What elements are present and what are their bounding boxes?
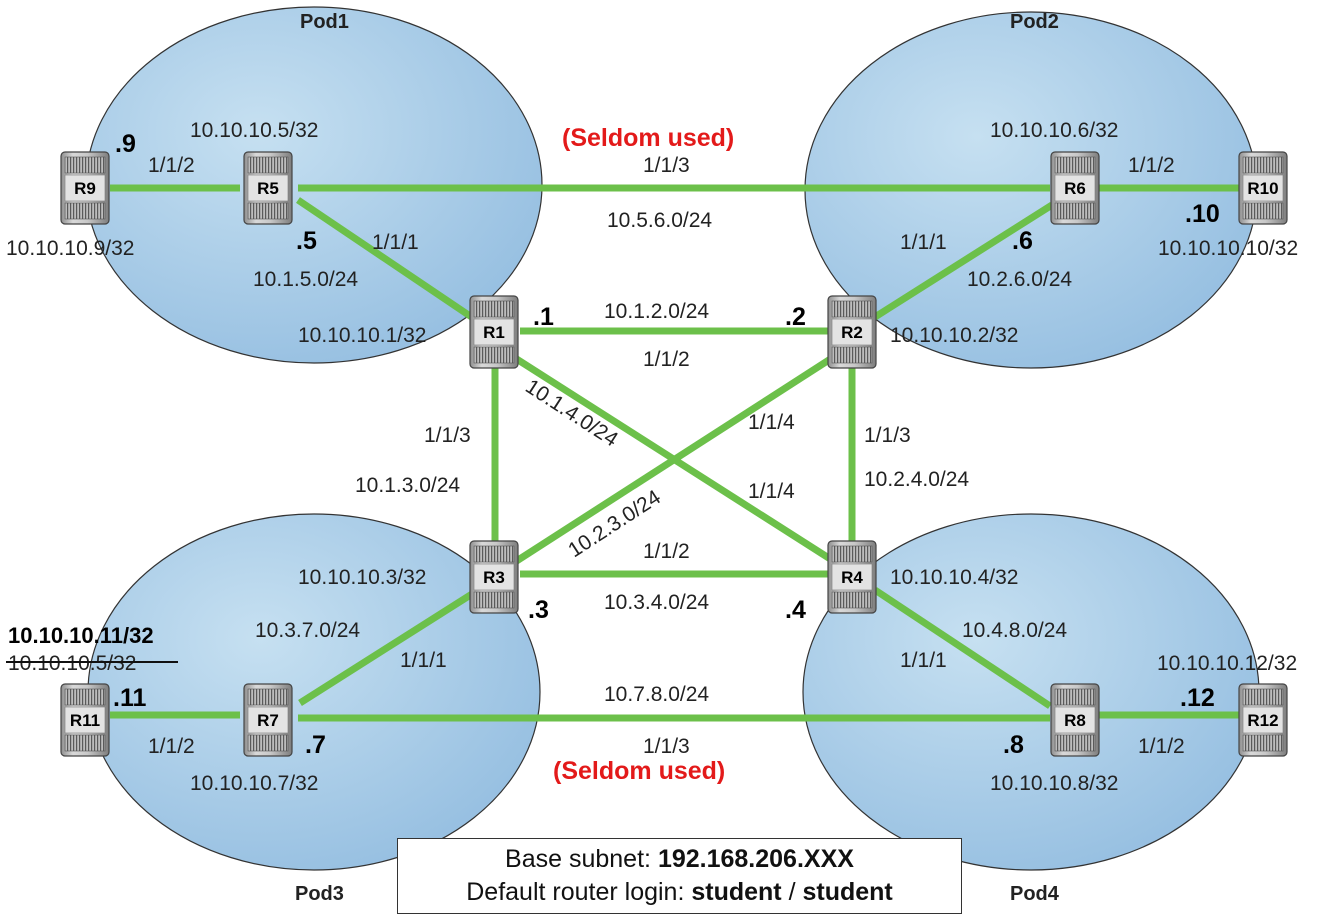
svg-text:R2: R2 <box>841 323 863 342</box>
host-r1: .1 <box>533 303 554 331</box>
subnet-r4-r8: 10.4.8.0/24 <box>962 619 1067 642</box>
svg-text:R8: R8 <box>1064 711 1086 730</box>
link-r5-r1 <box>296 197 475 321</box>
loopback-r3: 10.10.10.3/32 <box>298 566 426 589</box>
loopback-r9: 10.10.10.9/32 <box>6 237 134 260</box>
login-password: student <box>802 878 893 906</box>
host-r4: .4 <box>785 596 806 624</box>
svg-text:R3: R3 <box>483 568 505 587</box>
host-r10: .10 <box>1185 200 1220 228</box>
router-r6[interactable]: R6 <box>1050 151 1100 225</box>
host-r2: .2 <box>785 303 806 331</box>
router-r9[interactable]: R9 <box>60 151 110 225</box>
svg-text:R12: R12 <box>1247 711 1278 730</box>
port-r9-r5: 1/1/2 <box>148 154 195 177</box>
subnet-r5-r6: 10.5.6.0/24 <box>607 209 712 232</box>
router-r11[interactable]: R11 <box>60 683 110 757</box>
router-r4[interactable]: R4 <box>827 540 877 614</box>
port-r11-r7: 1/1/2 <box>148 735 195 758</box>
svg-text:R4: R4 <box>841 568 863 587</box>
loopback-r6: 10.10.10.6/32 <box>990 119 1118 142</box>
note-seldom-used-bottom: (Seldom used) <box>553 757 725 785</box>
port-r3-r7: 1/1/1 <box>400 649 447 672</box>
login-user: student <box>691 878 782 906</box>
svg-text:R10: R10 <box>1247 179 1278 198</box>
port-r7-r8: 1/1/3 <box>643 735 690 758</box>
svg-text:R9: R9 <box>74 179 96 198</box>
login-separator: / <box>781 878 803 906</box>
base-subnet-value: 192.168.206.XXX <box>657 845 854 873</box>
pod4-title: Pod4 <box>1010 883 1060 905</box>
note-seldom-used-top: (Seldom used) <box>562 124 734 152</box>
loopback-r2: 10.10.10.2/32 <box>890 324 1018 347</box>
subnet-r5-r1: 10.1.5.0/24 <box>253 268 358 291</box>
host-r8: .8 <box>1003 731 1024 759</box>
port-r5-r1: 1/1/1 <box>372 231 419 254</box>
info-box: Base subnet: 192.168.206.XXX Default rou… <box>397 838 962 914</box>
port-r5-r6: 1/1/3 <box>643 154 690 177</box>
port-r6-r2: 1/1/1 <box>900 231 947 254</box>
port-r1-r3: 1/1/3 <box>424 424 471 447</box>
subnet-r2-r4: 10.2.4.0/24 <box>864 468 969 491</box>
loopback-r11-old: 10.10.10.5/32 <box>8 652 136 675</box>
loopback-r11: 10.10.10.11/32 <box>8 623 154 648</box>
svg-text:R6: R6 <box>1064 179 1086 198</box>
router-r7[interactable]: R7 <box>243 683 293 757</box>
loopback-r8: 10.10.10.8/32 <box>990 772 1118 795</box>
pod3-title: Pod3 <box>295 883 344 905</box>
host-r12: .12 <box>1180 684 1215 712</box>
login-line: Default router login: student / student <box>398 876 961 909</box>
port-r4-r8: 1/1/1 <box>900 649 947 672</box>
link-r2-r3 <box>513 355 834 565</box>
svg-text:R1: R1 <box>483 323 505 342</box>
login-label: Default router login: <box>466 878 692 906</box>
subnet-r1-r3: 10.1.3.0/24 <box>355 474 460 497</box>
base-subnet-line: Base subnet: 192.168.206.XXX <box>398 843 961 876</box>
loopback-r10: 10.10.10.10/32 <box>1158 237 1298 260</box>
router-r1[interactable]: R1 <box>469 295 519 369</box>
loopback-r5: 10.10.10.5/32 <box>190 119 318 142</box>
router-r10[interactable]: R10 <box>1238 151 1288 225</box>
host-r11: .11 <box>113 684 146 712</box>
router-r8[interactable]: R8 <box>1050 683 1100 757</box>
loopback-r1: 10.10.10.1/32 <box>298 324 426 347</box>
router-r12[interactable]: R12 <box>1238 683 1288 757</box>
base-subnet-label: Base subnet: <box>505 845 658 873</box>
router-r5[interactable]: R5 <box>243 151 293 225</box>
port-r2-r3: 1/1/4 <box>748 411 795 434</box>
subnet-r3-r4: 10.3.4.0/24 <box>604 591 709 614</box>
subnet-r7-r8: 10.7.8.0/24 <box>604 683 709 706</box>
host-r5: .5 <box>296 227 317 255</box>
host-r6: .6 <box>1012 227 1033 255</box>
pod1-title: Pod1 <box>300 11 349 33</box>
host-r3: .3 <box>528 596 549 624</box>
svg-text:R5: R5 <box>257 179 279 198</box>
loopback-r12: 10.10.10.12/32 <box>1157 652 1297 675</box>
host-r9: .9 <box>115 130 136 158</box>
svg-text:R7: R7 <box>257 711 279 730</box>
router-r2[interactable]: R2 <box>827 295 877 369</box>
link-r4-r8 <box>873 587 1052 709</box>
port-r2-r4: 1/1/3 <box>864 424 911 447</box>
subnet-r1-r2: 10.1.2.0/24 <box>604 300 709 323</box>
host-r7: .7 <box>305 731 326 759</box>
svg-text:R11: R11 <box>70 711 100 730</box>
port-r1-r2: 1/1/2 <box>643 348 690 371</box>
link-r6-r2 <box>873 202 1054 320</box>
link-r3-r7 <box>298 591 474 706</box>
loopback-r7: 10.10.10.7/32 <box>190 772 318 795</box>
port-r1-r4: 1/1/4 <box>748 480 795 503</box>
router-r3[interactable]: R3 <box>469 540 519 614</box>
pod2-title: Pod2 <box>1010 11 1059 33</box>
loopback-r4: 10.10.10.4/32 <box>890 566 1018 589</box>
port-r6-r10: 1/1/2 <box>1128 154 1175 177</box>
port-r8-r12: 1/1/2 <box>1138 735 1185 758</box>
subnet-r3-r7: 10.3.7.0/24 <box>255 619 360 642</box>
subnet-r6-r2: 10.2.6.0/24 <box>967 268 1072 291</box>
port-r3-r4: 1/1/2 <box>643 540 690 563</box>
